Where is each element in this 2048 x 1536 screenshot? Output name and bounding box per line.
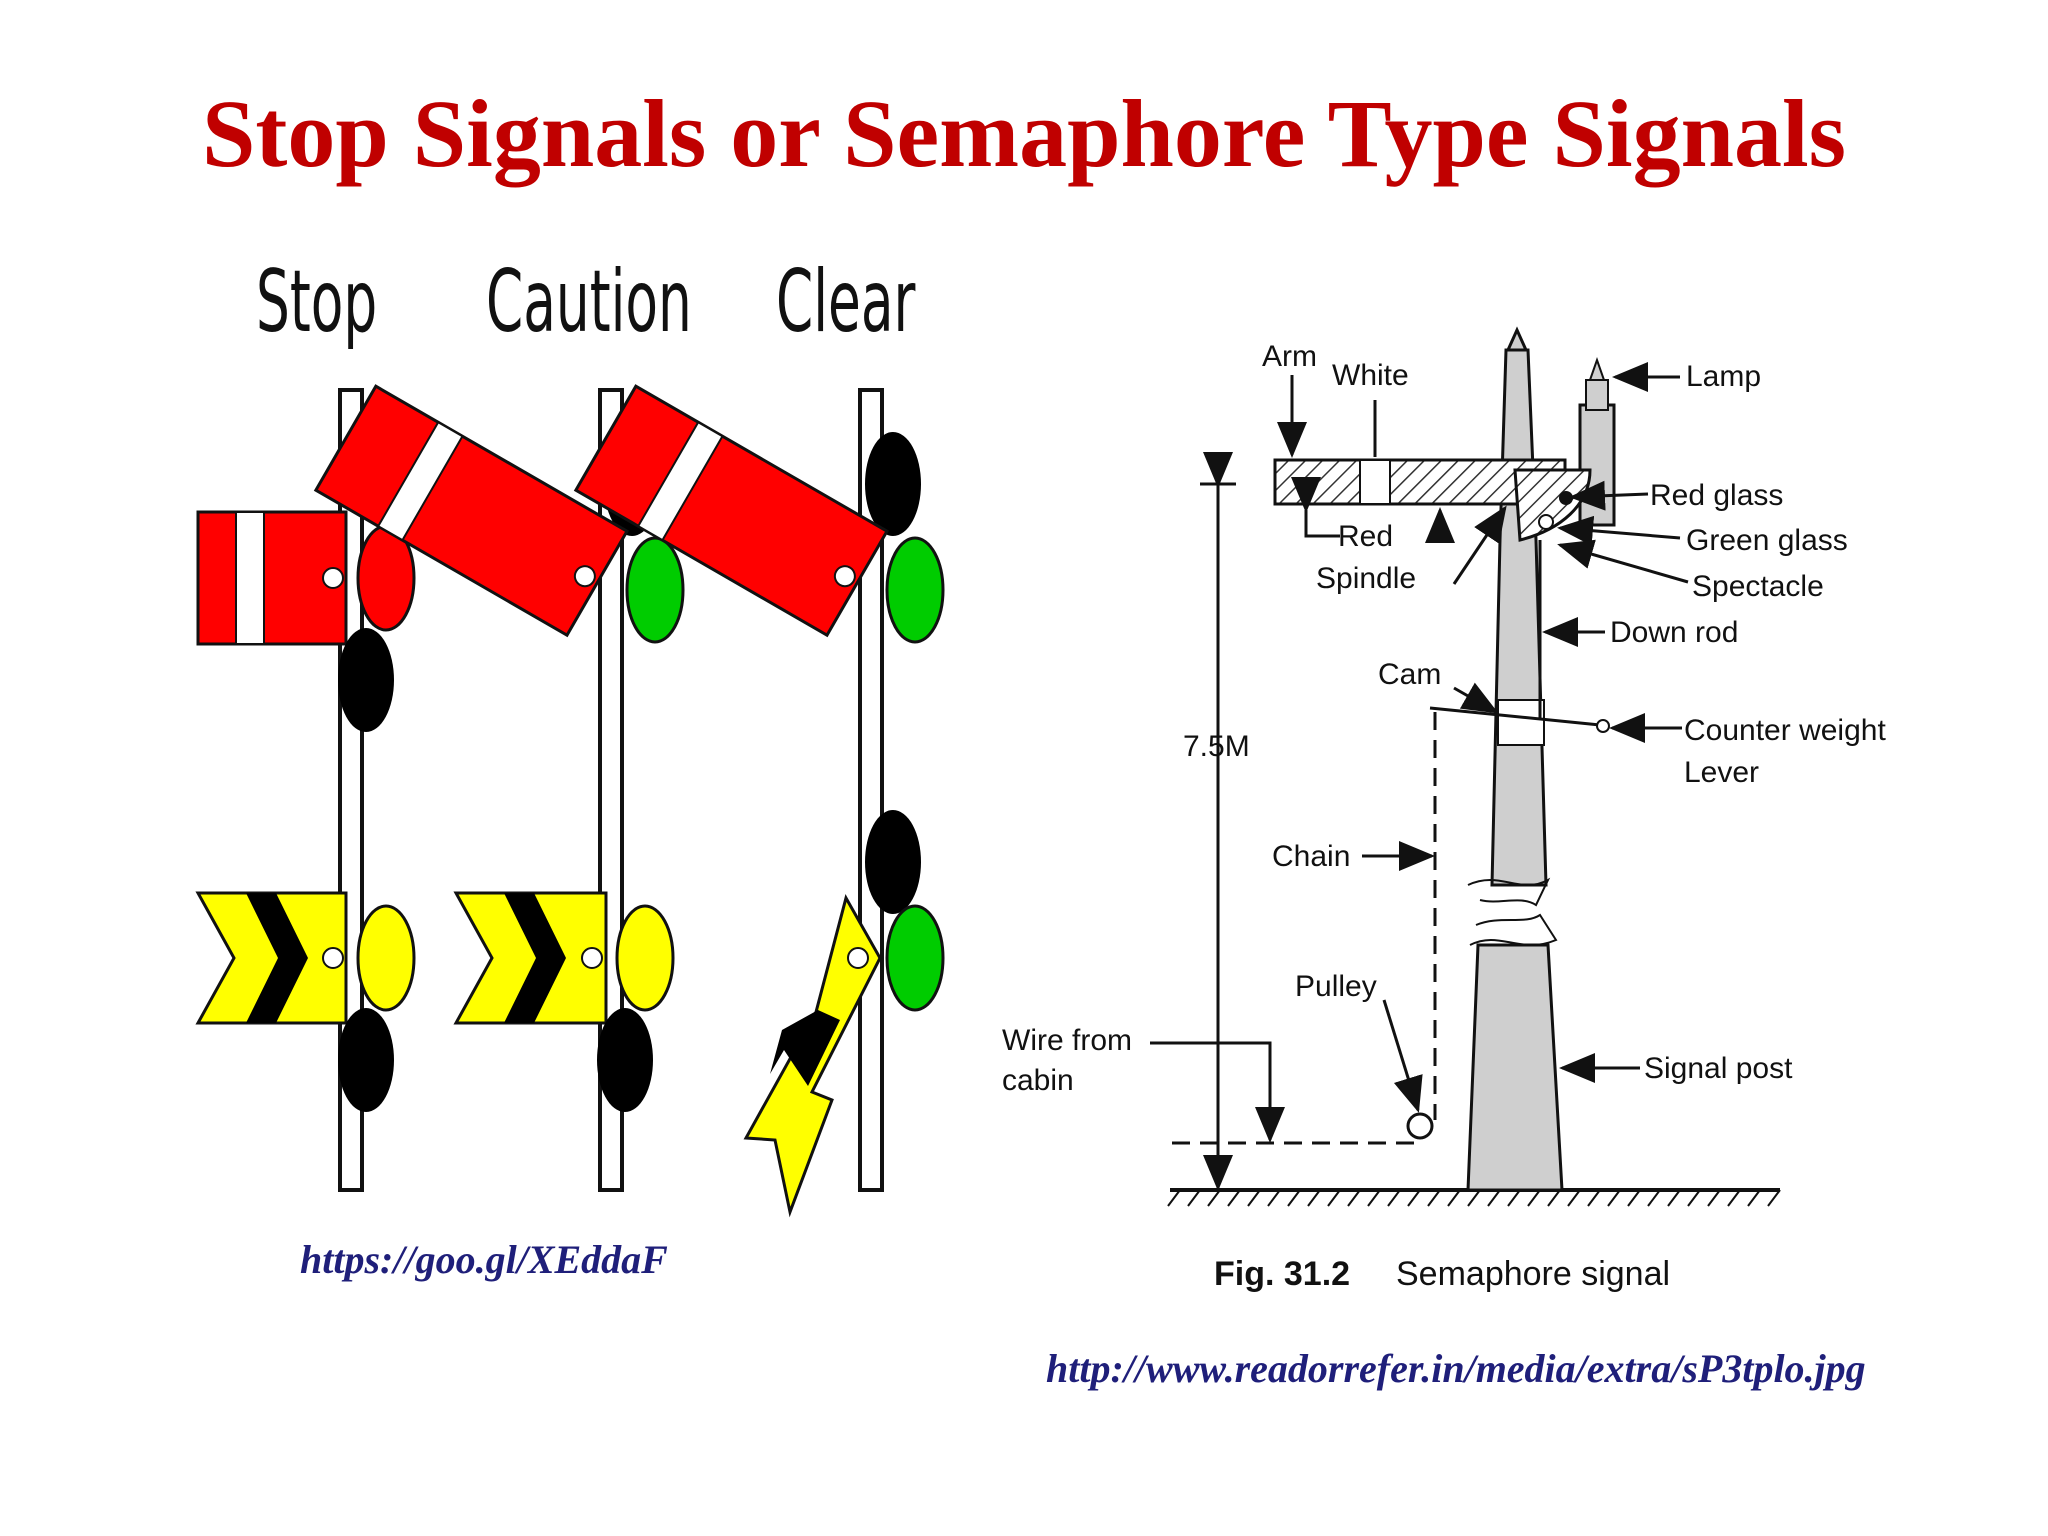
stop-yellow-light — [356, 904, 416, 1012]
figure-number: Fig. 31.2 — [1214, 1255, 1350, 1293]
semaphore-diagram: Arm White Lamp Red glass Green glass Red… — [1002, 326, 1886, 1293]
label-arm: Arm — [1262, 340, 1317, 373]
label-height: 7.5M — [1183, 730, 1250, 763]
label-signal-post: Signal post — [1644, 1052, 1793, 1085]
lamp-housing — [1578, 403, 1616, 527]
signal-post-upper — [1490, 348, 1548, 887]
label-pulley: Pulley — [1295, 970, 1377, 1003]
figure-caption: Semaphore signal — [1396, 1255, 1670, 1293]
right-source-link[interactable]: http://www.readorrefer.in/media/extra/sP… — [1046, 1346, 1866, 1391]
label-spindle: Spindle — [1316, 562, 1416, 595]
left-source-link[interactable]: https://goo.gl/XEddaF — [300, 1237, 668, 1282]
label-cam: Cam — [1378, 658, 1441, 691]
clear-black-light-upper — [865, 432, 921, 536]
label-caution: Caution — [486, 252, 692, 352]
clear-post — [858, 388, 884, 1192]
signal-post-tip — [1505, 326, 1529, 352]
lamp-top — [1585, 379, 1609, 411]
caution-yellow-light — [615, 904, 675, 1012]
lamp-cap — [1588, 356, 1606, 381]
label-chain: Chain — [1272, 840, 1350, 873]
label-green-glass: Green glass — [1686, 524, 1848, 557]
stop-signal — [195, 388, 416, 1192]
post-break-upper — [1467, 877, 1551, 907]
label-down-rod: Down rod — [1610, 616, 1738, 649]
green-glass-dot — [1538, 514, 1554, 530]
clear-red-arm — [573, 384, 890, 638]
label-red: Red — [1338, 520, 1393, 553]
label-red-glass: Red glass — [1650, 479, 1783, 512]
label-counter-weight: Counter weight — [1684, 714, 1886, 747]
post-collar — [1497, 699, 1545, 746]
pulley — [1406, 1112, 1434, 1140]
clear-yellow-arm — [743, 894, 882, 1218]
signal-post-lower — [1466, 943, 1564, 1192]
label-lever: Lever — [1684, 756, 1759, 789]
clear-green-light-upper — [885, 536, 945, 644]
ground-hatching — [1167, 1189, 1781, 1207]
label-clear: Clear — [776, 252, 916, 352]
label-cabin: cabin — [1002, 1064, 1074, 1097]
stop-yellow-arm — [195, 891, 348, 1025]
clear-signal — [573, 384, 945, 1218]
counter-weight — [1596, 719, 1610, 733]
label-wire-from: Wire from — [1002, 1024, 1132, 1057]
clear-green-light-lower — [885, 904, 945, 1012]
clear-black-light-lower — [865, 810, 921, 914]
label-stop: Stop — [256, 252, 378, 352]
stop-black-light-lower — [338, 1008, 394, 1112]
caution-black-light-lower — [597, 1008, 653, 1112]
post-break-lower — [1469, 913, 1558, 946]
label-white: White — [1332, 359, 1409, 392]
arm-white-band — [1359, 459, 1391, 505]
red-glass-dot — [1559, 491, 1573, 505]
label-lamp: Lamp — [1686, 360, 1761, 393]
caution-yellow-arm — [453, 891, 608, 1025]
counter-weight-lever — [1429, 706, 1601, 727]
caution-red-arm — [313, 384, 630, 638]
stop-red-arm — [196, 510, 348, 646]
label-spectacle: Spectacle — [1692, 570, 1824, 603]
caution-green-light — [625, 536, 685, 644]
slide-title: Stop Signals or Semaphore Type Signals — [202, 80, 1846, 187]
stop-black-light-upper — [338, 628, 394, 732]
